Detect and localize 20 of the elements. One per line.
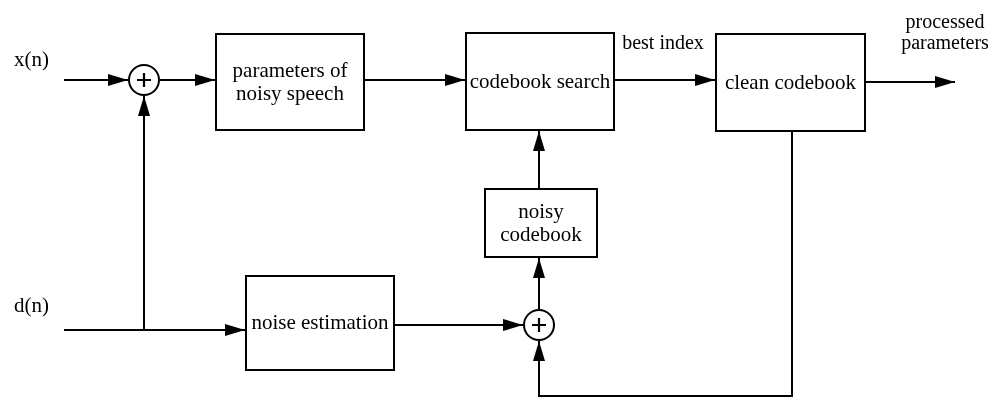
arrow xyxy=(533,131,793,397)
arrow xyxy=(533,130,545,189)
process-box: clean codebook xyxy=(715,33,866,132)
arrow xyxy=(159,74,216,86)
arrow xyxy=(394,319,524,331)
summing-junction xyxy=(523,309,555,341)
signal-label: x(n) xyxy=(14,48,64,88)
arrow xyxy=(63,74,129,86)
edge-label: processed parameters xyxy=(901,11,989,53)
process-box: noisy codebook xyxy=(484,188,598,258)
summing-junction xyxy=(128,64,160,96)
arrow xyxy=(865,76,956,88)
signal-label: d(n) xyxy=(14,294,64,334)
process-box: noise estimation xyxy=(245,275,395,371)
arrow xyxy=(364,74,466,86)
process-box: codebook search xyxy=(465,32,615,131)
arrow xyxy=(533,257,545,310)
process-box: parameters of noisy speech xyxy=(215,33,365,131)
arrow xyxy=(614,74,716,86)
arrow xyxy=(63,95,150,331)
